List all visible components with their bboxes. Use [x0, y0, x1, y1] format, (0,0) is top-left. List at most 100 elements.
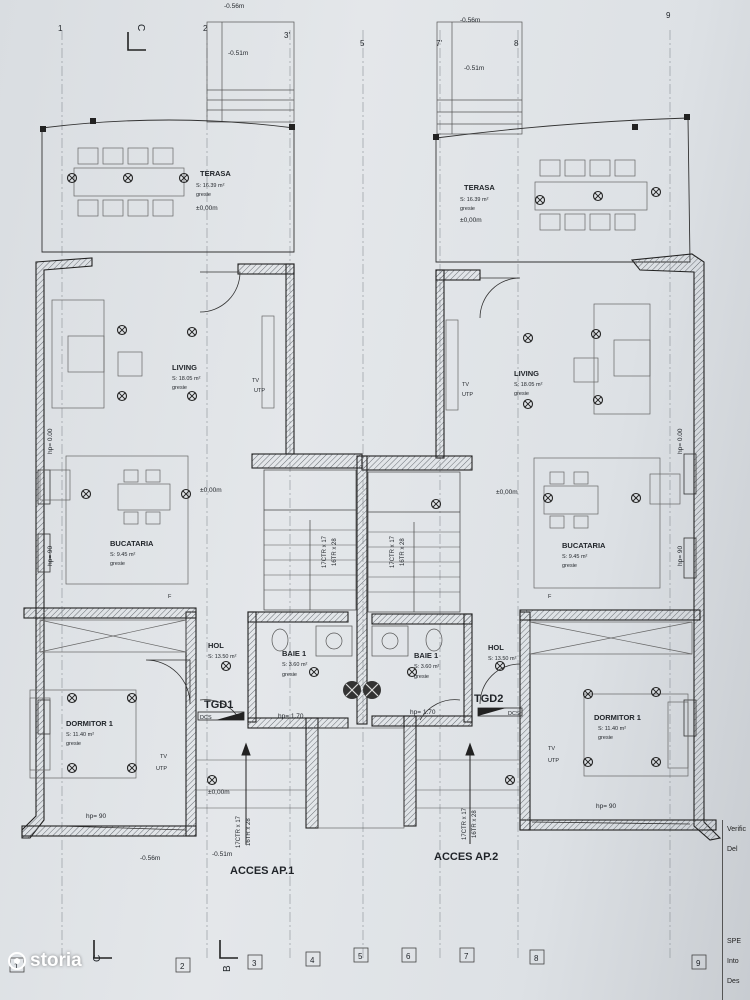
grid-label: 2 — [180, 962, 185, 971]
grid-label: 2 — [203, 24, 208, 33]
room-name: LIVING — [514, 369, 539, 378]
utp-label: UTP — [462, 392, 473, 398]
terrace-table-right — [534, 159, 648, 231]
utp-label: UTP — [548, 758, 559, 764]
room-level: ±0,00m — [200, 487, 222, 494]
room-finish: gresie — [414, 674, 429, 680]
title-block-cell: Del — [727, 846, 738, 853]
section-label-c: C — [135, 24, 146, 31]
room-name: HOL — [208, 641, 224, 650]
lamp-icon — [592, 190, 604, 202]
kitchen-furniture — [39, 455, 681, 589]
room-name: TERASA — [464, 183, 495, 192]
elevation-label: -0.51m — [464, 65, 484, 72]
hp-label: hp= 90 — [677, 546, 684, 566]
top-steps-right — [436, 21, 523, 135]
elevation-label: -0.56m — [460, 17, 480, 24]
lamp-icon — [116, 324, 128, 336]
grid-label: 7' — [436, 39, 442, 48]
title-block: Verific Del SPE Into Des — [722, 820, 750, 1000]
room-baie-right: BAIE 1 S: 3.60 m² gresie — [414, 651, 440, 680]
room-bucataria-left: BUCATARIA S: 9.45 m² gresie ±0,00m — [110, 487, 222, 567]
lamp-icon — [66, 762, 78, 774]
lamp-icon — [534, 194, 546, 206]
title-block-cell: Into — [727, 958, 739, 965]
grid-label: 8 — [514, 39, 519, 48]
elevation-label: -0.56m — [224, 3, 244, 10]
tgd2-label: TGD2 — [474, 693, 503, 705]
entrance-arrows — [241, 742, 475, 844]
grid-label: 5 — [358, 952, 363, 961]
room-finish: gresie — [598, 735, 613, 741]
lamp-icon — [186, 390, 198, 402]
lamp-icon — [522, 398, 534, 410]
lamp-icon — [186, 326, 198, 338]
section-label-b: B — [222, 965, 233, 972]
stair-treads — [264, 529, 460, 593]
lamp-icon — [590, 328, 602, 340]
f-label: F — [548, 594, 552, 600]
room-area: S: 9.45 m² — [562, 554, 588, 560]
room-bucataria-right: BUCATARIA S: 9.45 m² gresie ±0,00m — [496, 489, 606, 569]
room-name: BAIE 1 — [414, 651, 438, 660]
tv-label: TV — [462, 382, 469, 388]
lamp-icon — [650, 756, 662, 768]
watermark-text: storia — [30, 950, 82, 971]
room-area: S: 11.40 m² — [66, 732, 94, 738]
entrance-steps — [196, 727, 520, 829]
room-area: S: 18.05 m² — [514, 382, 543, 388]
room-area: S: 3.60 m² — [282, 662, 308, 668]
terraces — [41, 117, 691, 263]
room-area: S: 3.60 m² — [414, 664, 440, 670]
living-furniture — [51, 299, 651, 415]
section-markers — [93, 32, 238, 959]
room-level: ±0,00m — [496, 489, 518, 496]
room-area: S: 16.39 m² — [196, 183, 225, 189]
room-terasa-left: TERASA S: 16.39 m² gresie ±0,00m — [196, 169, 231, 212]
lamp-icon — [66, 172, 78, 184]
lamp-icon — [592, 394, 604, 406]
stair-label: 17CTR x 17 — [462, 807, 468, 840]
grid-label: 7 — [464, 952, 469, 961]
lamp-icon — [126, 692, 138, 704]
wardrobes — [39, 619, 693, 655]
elevation-label: -0.51m — [228, 50, 248, 57]
lamp-icon — [582, 756, 594, 768]
lamp-icon — [180, 488, 192, 500]
stair-label: 17CTR x 17 — [390, 535, 396, 568]
lamp-icon — [126, 762, 138, 774]
room-terasa-right: TERASA S: 16.39 m² gresie ±0,00m — [460, 183, 495, 224]
tgd1-label: TGD1 — [204, 699, 233, 711]
room-dormitor-right: DORMITOR 1 S: 11.40 m² gresie — [594, 713, 641, 741]
lamp-icon — [542, 492, 554, 504]
stair-label: 16TR x 28 — [472, 810, 478, 838]
room-dormitor-left: DORMITOR 1 S: 11.40 m² gresie — [66, 719, 113, 747]
stair-label: 16TR x 28 — [400, 538, 406, 566]
utp-label: UTP — [156, 766, 167, 772]
ventilation-symbol — [343, 681, 381, 699]
grid-label: 5 — [360, 39, 365, 48]
room-area: S: 13.50 m² — [488, 656, 517, 662]
room-name: BAIE 1 — [282, 649, 306, 658]
elevation-label: ±0,00m — [208, 789, 230, 796]
room-living-right: LIVING S: 18.05 m² gresie — [514, 369, 543, 397]
room-name: BUCATARIA — [110, 539, 154, 548]
room-level: ±0,00m — [196, 205, 218, 212]
room-hol-right: HOL S: 13.50 m² — [488, 643, 517, 662]
walls — [21, 253, 722, 841]
acces-ap1-label: ACCES AP.1 — [230, 865, 294, 877]
grid-label: 4 — [310, 956, 315, 965]
beds — [29, 689, 689, 779]
grid-label: 3' — [284, 31, 290, 40]
lamp-icon — [66, 692, 78, 704]
room-finish: gresie — [282, 672, 297, 678]
lamp-icon — [206, 774, 218, 786]
tv-label: TV — [252, 378, 259, 384]
room-name: LIVING — [172, 363, 197, 372]
hp-label: hp= 90 — [86, 813, 106, 820]
lamp-icon — [430, 498, 442, 510]
room-name: HOL — [488, 643, 504, 652]
room-living-left: LIVING S: 18.05 m² gresie — [172, 363, 201, 391]
